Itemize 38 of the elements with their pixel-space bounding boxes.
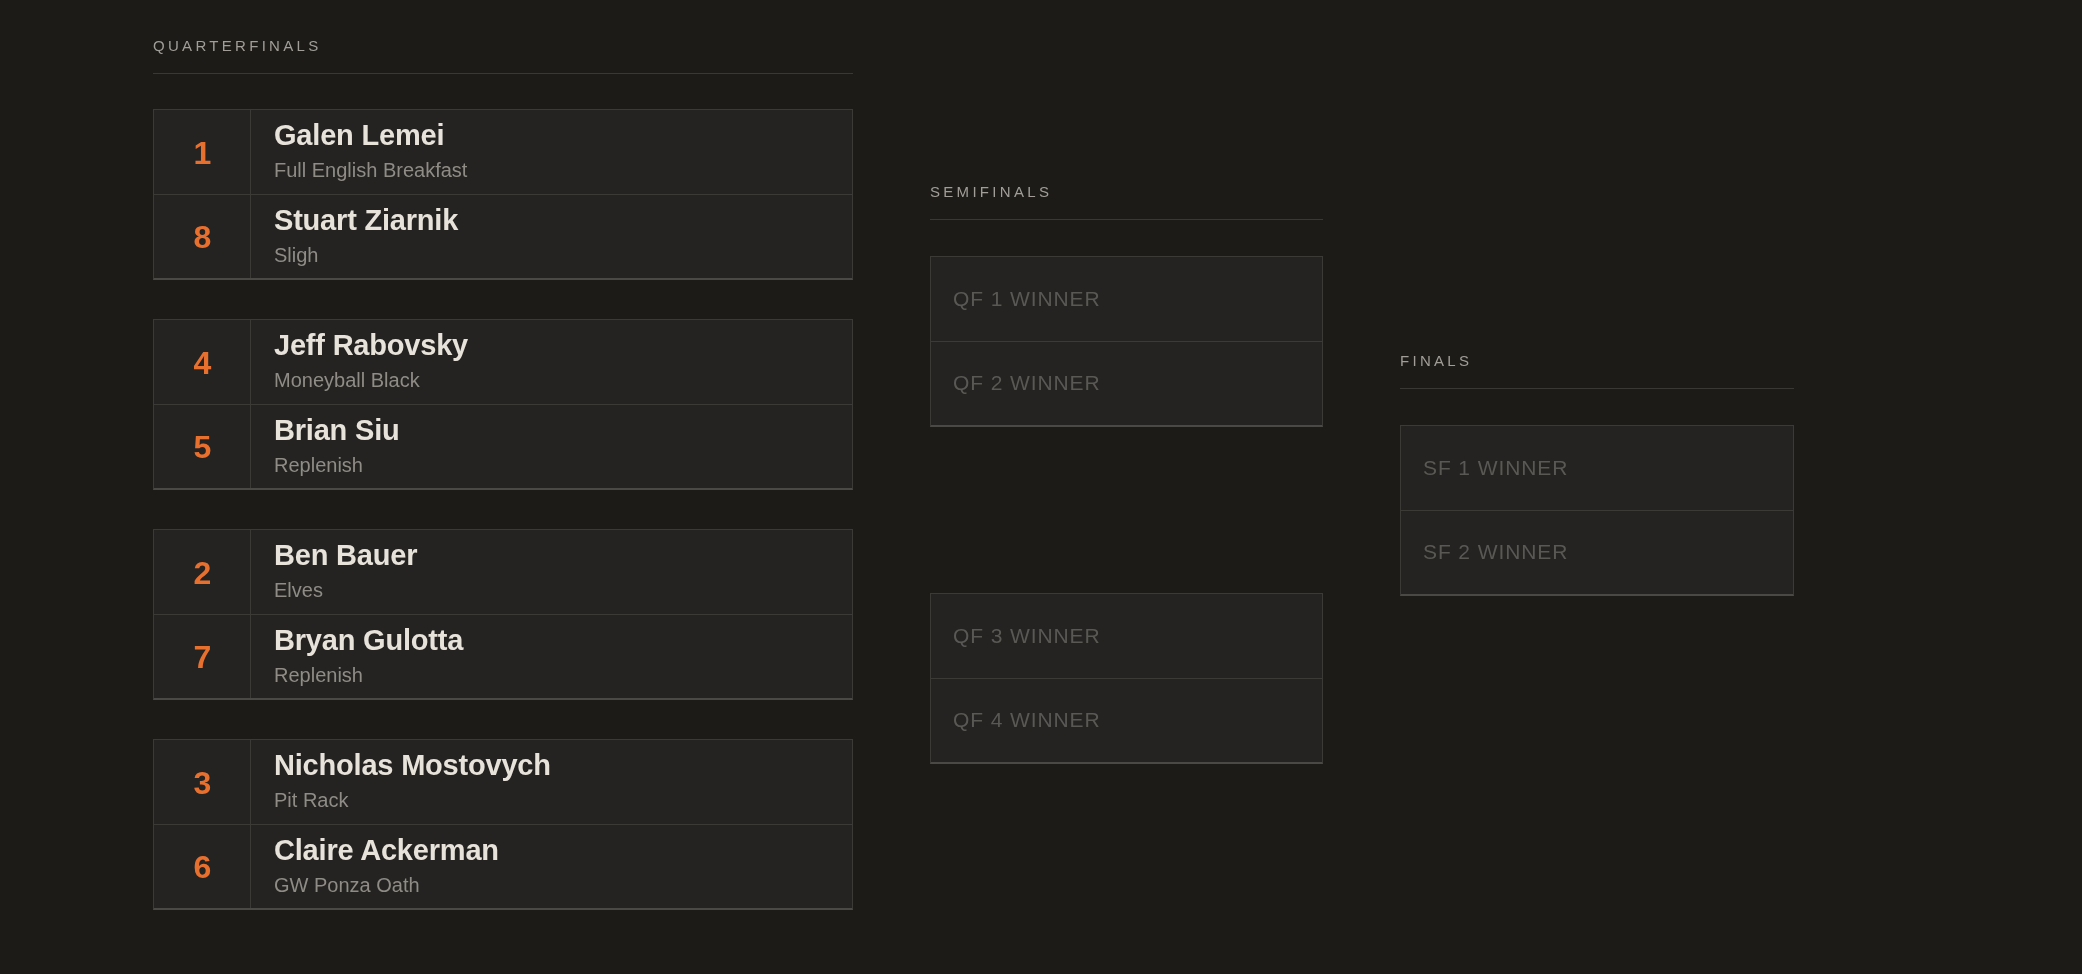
match-card — [153, 319, 853, 490]
player-name: Brian Siu — [274, 412, 400, 447]
seed-number: 2 — [193, 554, 212, 591]
match-card — [153, 109, 853, 280]
deck-name: Sligh — [274, 242, 319, 267]
seed-number: 6 — [193, 849, 212, 886]
deck-name: Elves — [274, 578, 323, 602]
player-name: Nicholas Mostovych — [274, 748, 551, 782]
player-row — [154, 613, 852, 698]
seed-number: 5 — [193, 429, 212, 466]
seed-number: 1 — [193, 134, 212, 171]
deck-name: Replenish — [274, 452, 363, 477]
round-heading: FINALS — [1400, 352, 1473, 370]
deck-name: Full English Breakfast — [274, 158, 468, 182]
player-row — [154, 403, 852, 488]
match-card — [930, 256, 1323, 427]
match-card — [1400, 425, 1794, 596]
round-heading: SEMIFINALS — [930, 183, 1053, 201]
deck-name: GW Ponza Oath — [274, 872, 420, 897]
seed-number: 7 — [193, 639, 212, 676]
seed-number: 8 — [193, 219, 212, 256]
player-row — [154, 823, 852, 908]
player-name: Bryan Gulotta — [274, 622, 464, 657]
seed-number: 4 — [193, 344, 212, 381]
player-name: Claire Ackerman — [274, 832, 499, 867]
deck-name: Pit Rack — [274, 788, 349, 812]
match-card — [153, 529, 853, 700]
round-heading: QUARTERFINALS — [153, 37, 322, 55]
match-card — [930, 593, 1323, 764]
player-name: Stuart Ziarnik — [274, 202, 459, 237]
player-name: Ben Bauer — [274, 538, 418, 572]
player-name: Jeff Rabovsky — [274, 328, 469, 362]
player-name: Galen Lemei — [274, 118, 445, 152]
match-card — [153, 739, 853, 910]
seed-number: 3 — [193, 764, 212, 801]
deck-name: Replenish — [274, 662, 363, 687]
deck-name: Moneyball Black — [274, 368, 420, 392]
player-row — [154, 193, 852, 278]
